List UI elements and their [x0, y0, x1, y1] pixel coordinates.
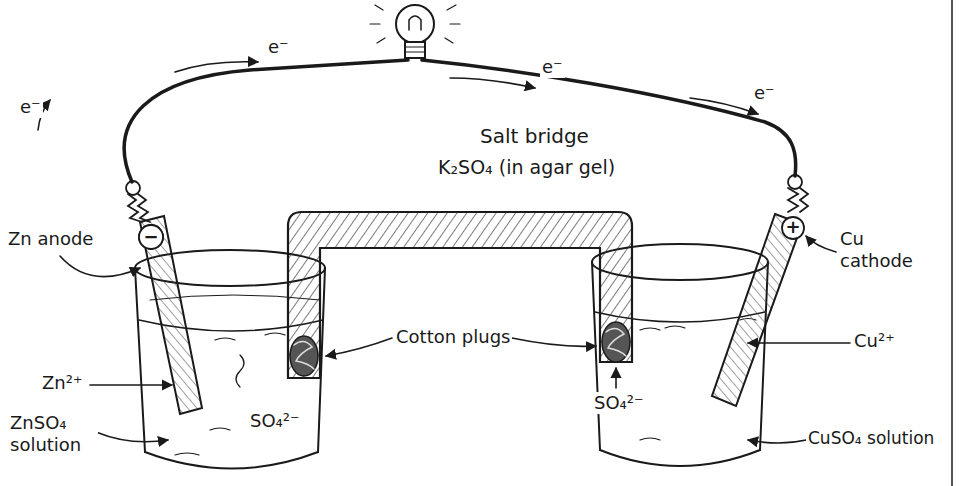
- electron-label: e⁻: [18, 96, 43, 118]
- solution-label: CuSO₄ solution: [806, 428, 936, 448]
- electron-label: e⁻: [266, 36, 291, 58]
- terminal-circle: [139, 225, 163, 249]
- terminal-sign: −: [143, 226, 159, 248]
- terminal-circle: [782, 217, 804, 239]
- electron-arrow: [450, 78, 535, 88]
- electron-arrow: [690, 98, 758, 114]
- crocodile-clip: [126, 181, 163, 249]
- electron-label: e⁻: [540, 56, 565, 78]
- electron-label: e⁻: [752, 82, 777, 104]
- ion-label: SO₄²⁻: [592, 392, 646, 414]
- crocodile-clip: [788, 175, 808, 212]
- electron-arrow: [175, 62, 258, 72]
- wire: [124, 60, 408, 182]
- margin-line: [951, 0, 953, 486]
- electrode-label: Cu cathode: [838, 228, 924, 271]
- salt-bridge-tube: [288, 212, 632, 378]
- cotton-plug: [602, 322, 630, 362]
- light-bulb: [370, 5, 460, 58]
- salt-bridge-formula: K₂SO₄ (in agar gel): [436, 156, 617, 179]
- salt-bridge-label: Salt bridge: [478, 124, 591, 148]
- cotton-plug: [290, 336, 318, 376]
- electrode-label: Zn anode: [6, 228, 95, 250]
- ion-label: Zn²⁺: [40, 372, 84, 394]
- ion-label: SO₄²⁻: [248, 410, 302, 432]
- plug-label: Cotton plugs: [394, 326, 512, 348]
- copper-electrode: [712, 214, 802, 406]
- terminal-sign: +: [785, 216, 801, 238]
- leader-line: [60, 236, 850, 443]
- solution-label: ZnSO₄ solution: [8, 412, 98, 455]
- ion-label: Cu²⁺: [852, 330, 897, 352]
- solution-squiggle: [175, 319, 756, 456]
